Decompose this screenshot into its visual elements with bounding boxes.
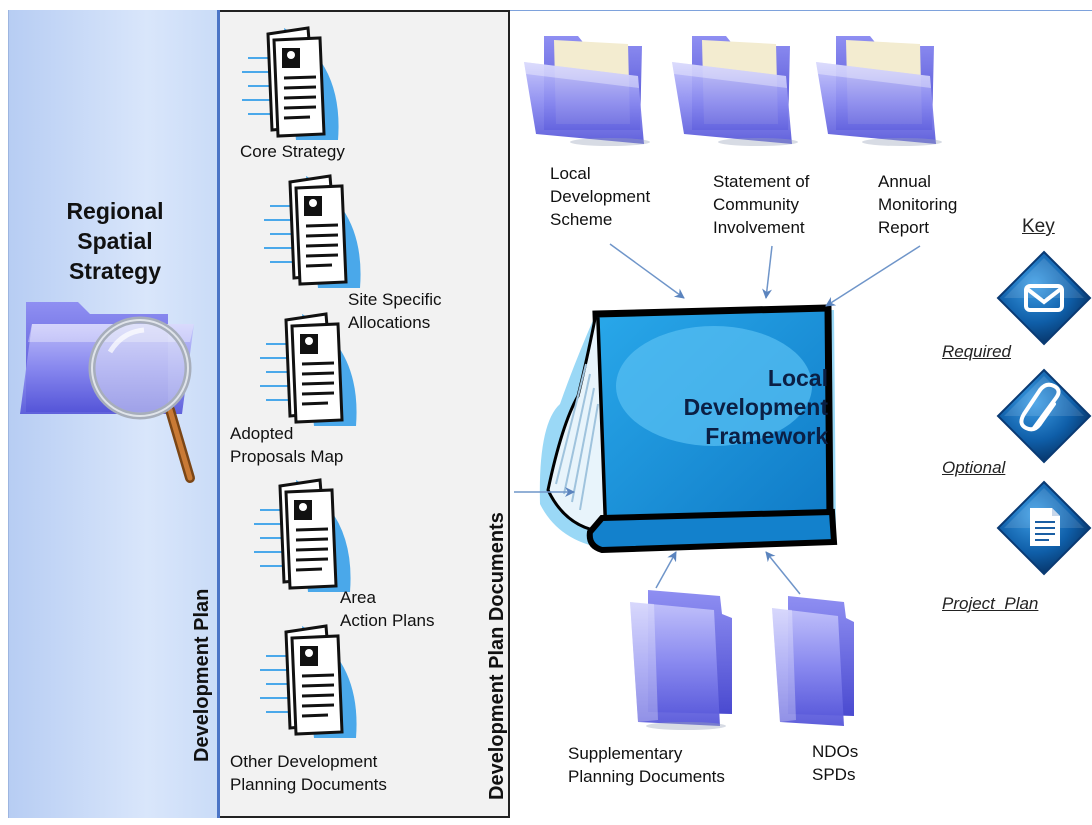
local-development-scheme-label: Local Development Scheme bbox=[550, 162, 650, 231]
core-strategy-line-1: Core Strategy bbox=[240, 142, 345, 161]
spd-line-2: Planning Documents bbox=[568, 767, 725, 786]
arrow-ndos-to-ldf bbox=[765, 551, 801, 595]
paperclip-icon bbox=[996, 368, 1092, 464]
magnifier-folder-icon bbox=[20, 302, 195, 483]
ldf-line-2: Development bbox=[683, 394, 828, 420]
rss-line-3: Strategy bbox=[68, 258, 162, 284]
top-border-line bbox=[510, 10, 1092, 11]
sci-line-2: Community bbox=[713, 195, 799, 214]
adopted-proposals-line-2: Proposals Map bbox=[230, 447, 344, 466]
sci-line-3: Involvement bbox=[713, 218, 805, 237]
statement-of-community-involvement-folder-icon bbox=[672, 36, 798, 146]
ndos-line-2: SPDs bbox=[812, 765, 856, 784]
other-development-planning-label: Other Development Planning Documents bbox=[230, 750, 387, 796]
area-action-plans-document-icon bbox=[254, 478, 351, 592]
other-development-line-2: Planning Documents bbox=[230, 775, 387, 794]
amr-line-3: Report bbox=[878, 218, 930, 237]
envelope-icon bbox=[996, 250, 1092, 346]
spd-line-1: Supplementary bbox=[568, 744, 683, 763]
amr-line-1: Annual bbox=[878, 172, 931, 191]
supplementary-planning-documents-folder-icon bbox=[630, 590, 732, 730]
arrow-sci-to-ldf bbox=[762, 245, 773, 299]
ndos-line-1: NDOs bbox=[812, 742, 859, 761]
key-project-plan-label: Project Plan bbox=[942, 594, 1039, 613]
site-specific-line-1: Site Specific bbox=[348, 290, 442, 309]
sci-line-1: Statement of bbox=[713, 172, 810, 191]
adopted-proposals-line-1: Adopted bbox=[230, 424, 294, 443]
rss-line-1: Regional bbox=[66, 198, 164, 224]
key-required-label: Required bbox=[942, 342, 1011, 361]
annual-monitoring-report-label: Annual Monitoring Report bbox=[878, 170, 957, 239]
rss-line-2: Spatial bbox=[77, 228, 153, 254]
other-development-line-1: Other Development bbox=[230, 752, 378, 771]
ndos-spds-label: NDOs SPDs bbox=[812, 740, 858, 786]
site-specific-allocations-label: Site Specific Allocations bbox=[348, 288, 442, 334]
lds-line-2: Development bbox=[550, 187, 651, 206]
local-development-framework-book-icon bbox=[539, 304, 838, 554]
local-development-scheme-folder-icon bbox=[524, 36, 650, 146]
ldf-line-1: Local bbox=[767, 365, 828, 391]
key-title: Key bbox=[1022, 216, 1055, 237]
adopted-proposals-map-document-icon bbox=[260, 312, 357, 426]
site-specific-line-2: Allocations bbox=[348, 313, 431, 332]
key-optional-label: Optional bbox=[942, 458, 1006, 477]
local-development-framework-title: Local Development Framework bbox=[620, 364, 828, 451]
ndos-spds-folder-icon bbox=[772, 596, 854, 726]
annual-monitoring-report-folder-icon bbox=[816, 36, 942, 146]
area-action-line-2: Action Plans bbox=[340, 611, 435, 630]
core-strategy-document-icon bbox=[242, 26, 339, 140]
ldf-line-3: Framework bbox=[705, 423, 828, 449]
site-specific-allocations-document-icon bbox=[264, 174, 361, 288]
adopted-proposals-map-label: Adopted Proposals Map bbox=[230, 422, 343, 468]
document-icon bbox=[996, 480, 1092, 576]
supplementary-planning-documents-label: Supplementary Planning Documents bbox=[568, 742, 725, 788]
area-action-line-1: Area bbox=[340, 588, 376, 607]
other-development-planning-document-icon bbox=[260, 624, 357, 738]
regional-spatial-strategy-title: Regional Spatial Strategy bbox=[20, 196, 210, 286]
statement-of-community-involvement-label: Statement of Community Involvement bbox=[713, 170, 809, 239]
arrow-lds-to-ldf bbox=[609, 243, 685, 299]
core-strategy-label: Core Strategy bbox=[240, 140, 345, 163]
amr-line-2: Monitoring bbox=[878, 195, 958, 214]
area-action-plans-label: Area Action Plans bbox=[340, 586, 435, 632]
arrow-spd-to-ldf bbox=[655, 551, 677, 589]
arrow-amr-to-ldf bbox=[825, 245, 921, 307]
lds-line-3: Scheme bbox=[550, 210, 613, 229]
lds-line-1: Local bbox=[550, 164, 591, 183]
